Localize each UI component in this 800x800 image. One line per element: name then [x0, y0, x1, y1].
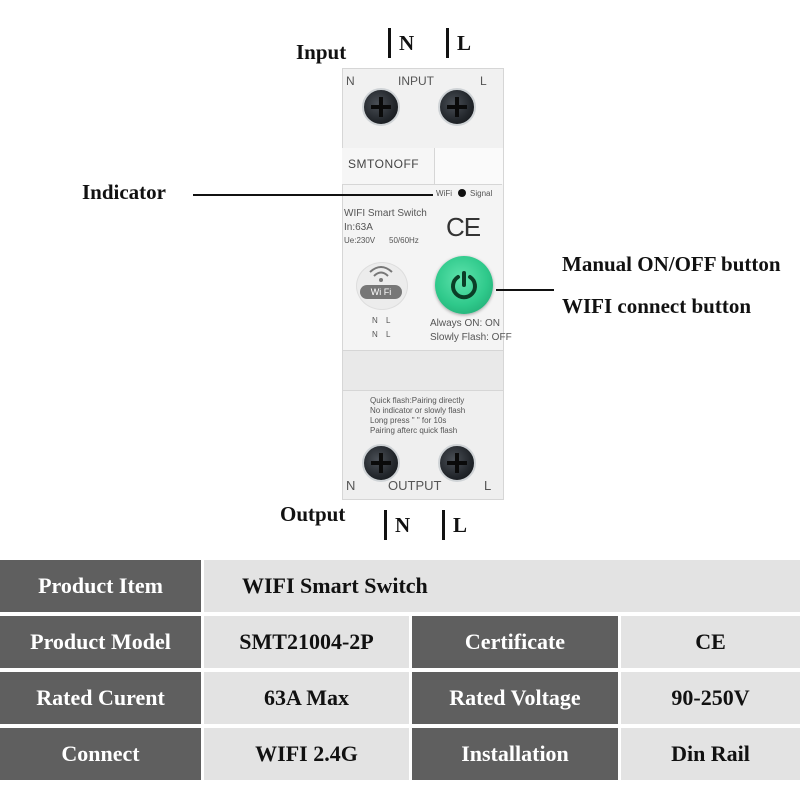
table-value-cell: SMT21004-2P	[204, 616, 409, 668]
table-header-cell: Product Item	[0, 560, 201, 612]
device-bottom-section	[342, 390, 504, 500]
table-value-cell: WIFI Smart Switch	[204, 560, 800, 612]
slowly-flash-text: Slowly Flash: OFF	[430, 332, 512, 343]
top-n-mark: N	[346, 74, 355, 88]
ce-mark: CE	[446, 212, 481, 242]
spec-table: Product Item WIFI Smart Switch Product M…	[0, 560, 800, 782]
table-header-cell: Certificate	[412, 616, 618, 668]
power-icon	[451, 271, 477, 300]
indicator-label: Indicator	[82, 180, 166, 204]
instruction-line-4: Pairing afterc quick flash	[370, 426, 458, 435]
screw-icon	[362, 444, 400, 482]
top-l-mark: L	[480, 74, 487, 88]
button-leader-line	[496, 289, 554, 291]
manual-button-label: Manual ON/OFF button	[562, 252, 781, 276]
indicator-leader-line	[193, 194, 433, 196]
input-l-terminal: L	[446, 28, 471, 58]
screw-icon	[362, 88, 400, 126]
table-header-cell: Connect	[0, 728, 201, 780]
table-header-cell: Product Model	[0, 616, 201, 668]
instruction-line-1: Quick flash:Pairing directly	[370, 396, 465, 405]
table-header-cell: Rated Curent	[0, 672, 201, 724]
output-l-terminal: L	[442, 510, 467, 540]
table-value-cell: 63A Max	[204, 672, 409, 724]
table-value-cell: WIFI 2.4G	[204, 728, 409, 780]
wifi-indicator-label: WiFi	[436, 189, 452, 198]
screw-icon	[438, 88, 476, 126]
schematic-n1: N	[372, 316, 378, 325]
screw-icon	[438, 444, 476, 482]
top-input-mark: INPUT	[398, 74, 434, 88]
spec-line-1: WIFI Smart Switch	[344, 208, 427, 219]
table-value-cell: 90-250V	[621, 672, 800, 724]
input-n-terminal: N	[388, 28, 414, 58]
manual-power-button[interactable]	[435, 256, 493, 314]
spec-line-2: In:63A	[344, 222, 373, 233]
brand-bar: SMTONOFF	[342, 148, 503, 185]
signal-label: Signal	[470, 189, 493, 198]
bottom-output-mark: OUTPUT	[388, 478, 442, 493]
brand-name: SMTONOFF	[348, 157, 420, 171]
indicator-led	[458, 189, 466, 197]
bottom-l-mark: L	[484, 478, 492, 493]
schematic-l2: L	[386, 330, 391, 339]
wifi-pill: Wi Fi	[360, 285, 402, 299]
table-value-cell: Din Rail	[621, 728, 800, 780]
schematic-n2: N	[372, 330, 378, 339]
din-rail-clip	[342, 350, 504, 392]
wifi-icon	[369, 266, 393, 282]
spec-line-4: 50/60Hz	[389, 236, 419, 245]
wifi-button-label: WIFI connect button	[562, 294, 752, 318]
output-label: Output	[280, 502, 346, 526]
always-on-text: Always ON: ON	[430, 318, 501, 329]
brand-bar-right	[434, 148, 503, 184]
table-value-cell: CE	[621, 616, 800, 668]
instruction-line-2: No indicator or slowly flash	[370, 406, 466, 415]
input-label: Input	[296, 40, 347, 64]
table-header-cell: Installation	[412, 728, 618, 780]
spec-line-3: Ue:230V	[344, 236, 376, 245]
output-n-terminal: N	[384, 510, 410, 540]
schematic-l1: L	[386, 316, 391, 325]
bottom-n-mark: N	[346, 478, 356, 493]
instruction-line-3: Long press " " for 10s	[370, 416, 447, 425]
table-header-cell: Rated Voltage	[412, 672, 618, 724]
